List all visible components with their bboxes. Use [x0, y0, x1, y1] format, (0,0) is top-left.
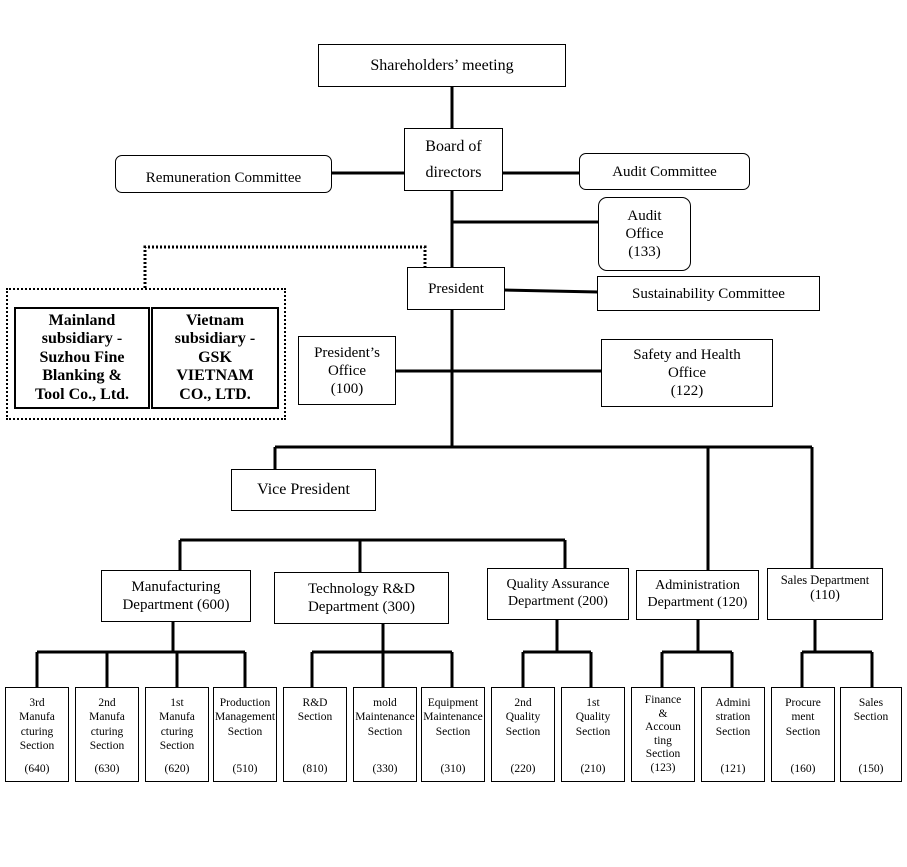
section-code: (330): [372, 762, 398, 775]
section-box: Equipment Maintenance Section (310): [421, 687, 485, 782]
technology-rd-department-label: Technology R&D Department (300): [307, 581, 416, 615]
section-label: Procure ment Section: [785, 697, 821, 738]
section-label: Equipment Maintenance Section: [423, 697, 483, 738]
presidents-office-label: President’s Office (100): [314, 344, 380, 397]
safety-health-office-label: Safety and Health Office (122): [633, 347, 741, 399]
shareholders-meeting-label: Shareholders’ meeting: [370, 56, 514, 74]
vietnam-subsidiary-box: Vietnam subsidiary - GSK VIETNAM CO., LT…: [151, 307, 279, 409]
section-box: Admini stration Section (121): [701, 687, 765, 782]
administration-department-label: Administration Department (120): [647, 578, 748, 610]
section-code: (510): [232, 762, 258, 775]
section-label: 3rd Manufa cturing Section: [19, 697, 55, 753]
section-box: R&D Section (810): [283, 687, 347, 782]
section-box: 2nd Quality Section (220): [491, 687, 555, 782]
section-label: 2nd Quality Section: [505, 697, 541, 738]
remuneration-committee-label: Remuneration Committee: [145, 170, 302, 186]
president-box: President: [407, 267, 505, 310]
remuneration-committee-box: Remuneration Committee: [115, 155, 332, 193]
section-box: Finance & Accoun ting Section (123): [631, 687, 695, 782]
section-label: 2nd Manufa cturing Section: [89, 697, 125, 753]
section-label: Admini stration Section: [715, 697, 751, 738]
technology-rd-department-box: Technology R&D Department (300): [274, 572, 449, 624]
section-box: 1st Manufa cturing Section (620): [145, 687, 209, 782]
administration-department-box: Administration Department (120): [636, 570, 759, 620]
sustainability-committee-box: Sustainability Committee: [597, 276, 820, 311]
section-code: (310): [440, 762, 466, 775]
section-box: Procure ment Section (160): [771, 687, 835, 782]
sustainability-committee-label: Sustainability Committee: [632, 285, 785, 302]
section-code: (123): [650, 762, 676, 775]
board-of-directors-box: Board of directors: [404, 128, 503, 191]
presidents-office-box: President’s Office (100): [298, 336, 396, 405]
section-box: 1st Quality Section (210): [561, 687, 625, 782]
safety-health-office-box: Safety and Health Office (122): [601, 339, 773, 407]
section-code: (630): [94, 762, 120, 775]
mainland-subsidiary-label: Mainland subsidiary - Suzhou Fine Blanki…: [34, 312, 130, 403]
mainland-subsidiary-box: Mainland subsidiary - Suzhou Fine Blanki…: [14, 307, 150, 409]
shareholders-meeting-box: Shareholders’ meeting: [318, 44, 566, 87]
section-box: mold Maintenance Section (330): [353, 687, 417, 782]
audit-office-label: Audit Office (133): [625, 208, 664, 260]
vice-president-label: Vice President: [257, 481, 350, 499]
quality-assurance-department-box: Quality Assurance Department (200): [487, 568, 629, 620]
manufacturing-department-label: Manufacturing Department (600): [122, 579, 230, 613]
section-code: (220): [510, 762, 536, 775]
section-label: Sales Section: [853, 697, 889, 724]
section-box: Production Management Section (510): [213, 687, 277, 782]
section-label: 1st Quality Section: [575, 697, 611, 738]
quality-assurance-department-label: Quality Assurance Department (200): [506, 577, 610, 609]
section-code: (160): [790, 762, 816, 775]
section-code: (121): [720, 762, 746, 775]
audit-committee-label: Audit Committee: [612, 163, 717, 180]
section-label: Finance & Accoun ting Section: [644, 694, 682, 761]
sales-department-code: (110): [810, 588, 840, 604]
section-code: (620): [164, 762, 190, 775]
audit-office-box: Audit Office (133): [598, 197, 691, 271]
section-label: R&D Section: [297, 697, 333, 724]
section-code: (640): [24, 762, 50, 775]
section-box: Sales Section (150): [840, 687, 902, 782]
sales-department-box: Sales Department (110): [767, 568, 883, 620]
audit-committee-box: Audit Committee: [579, 153, 750, 190]
section-label: 1st Manufa cturing Section: [159, 697, 195, 753]
section-code: (210): [580, 762, 606, 775]
section-label: mold Maintenance Section: [355, 697, 415, 738]
manufacturing-department-box: Manufacturing Department (600): [101, 570, 251, 622]
vice-president-box: Vice President: [231, 469, 376, 511]
section-code: (150): [858, 762, 884, 775]
section-code: (810): [302, 762, 328, 775]
subsidiaries-frame: [6, 288, 286, 420]
vietnam-subsidiary-label: Vietnam subsidiary - GSK VIETNAM CO., LT…: [174, 312, 256, 403]
sales-department-label: Sales Department: [780, 573, 870, 588]
board-of-directors-label: Board of directors: [425, 137, 482, 181]
section-label: Production Management Section: [214, 697, 276, 738]
president-label: President: [428, 280, 484, 297]
section-box: 2nd Manufa cturing Section (630): [75, 687, 139, 782]
section-box: 3rd Manufa cturing Section (640): [5, 687, 69, 782]
